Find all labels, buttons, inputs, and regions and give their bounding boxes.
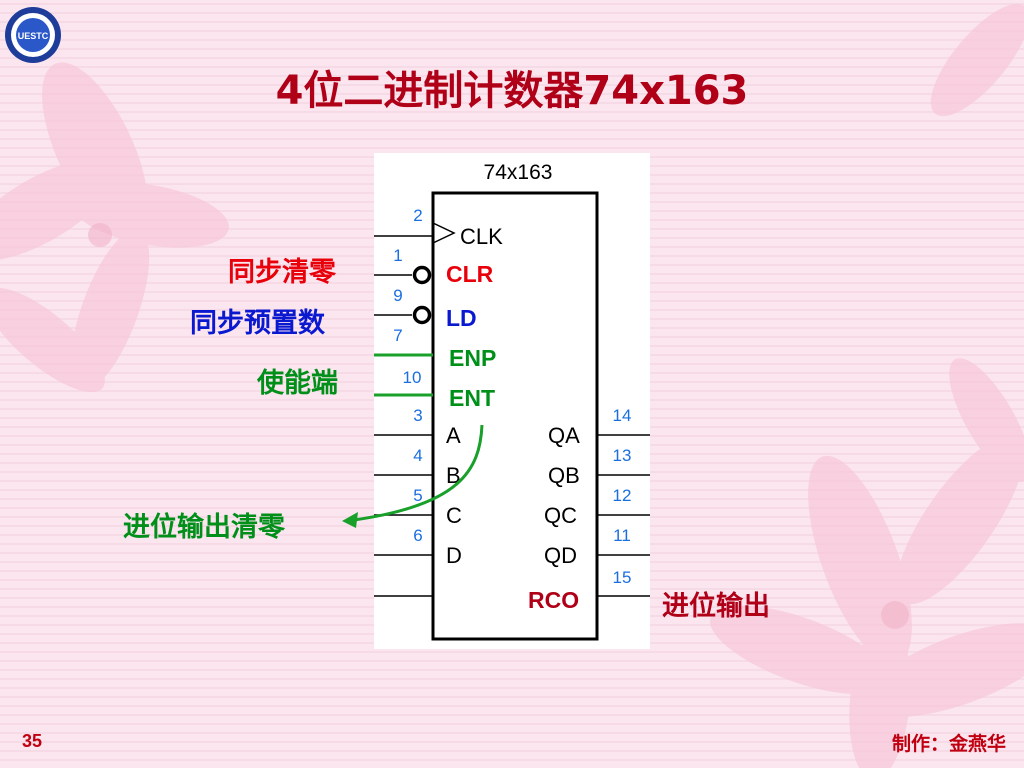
pin-number: 7 <box>393 326 402 345</box>
pin-number: 3 <box>413 406 422 425</box>
sync-clear-label: 同步清零 <box>228 257 336 288</box>
output-pin-lines <box>597 434 650 597</box>
chip-diagram: 74x163 <box>374 153 650 649</box>
clock-triangle <box>432 222 456 244</box>
sync-preset-label: 同步预置数 <box>190 308 325 339</box>
pin-number: 5 <box>413 486 422 505</box>
chip-name: 74x163 <box>484 161 553 184</box>
pin-number: 12 <box>613 486 632 505</box>
uestc-logo-icon: UESTC <box>5 7 61 63</box>
enable-label: 使能端 <box>257 368 338 399</box>
carry-clear-label: 进位输出清零 <box>123 512 285 543</box>
pin-label-qd: QD <box>544 543 577 568</box>
pin-label-qc: QC <box>544 503 577 528</box>
author-credit: 制作：金燕华 <box>891 733 1006 755</box>
pin-number: 14 <box>613 406 632 425</box>
ld-inverter-bubble <box>412 305 432 325</box>
pin-label-d: D <box>446 543 462 568</box>
pin-label-qb: QB <box>548 463 580 488</box>
carry-out-label: 进位输出 <box>662 591 770 622</box>
pin-label-a: A <box>446 423 461 448</box>
pin-number: 6 <box>413 526 422 545</box>
rco-label: RCO <box>528 587 580 613</box>
pin-number: 11 <box>613 526 631 545</box>
enp-label: ENP <box>449 345 497 371</box>
slide-number: 35 <box>22 731 43 751</box>
clr-label: CLR <box>446 261 494 287</box>
pin-number: 2 <box>413 206 422 225</box>
pin-label-qa: QA <box>548 423 580 448</box>
ent-label: ENT <box>449 385 495 411</box>
chip-body <box>431 191 599 641</box>
pin-number: 13 <box>613 446 632 465</box>
svg-text:UESTC: UESTC <box>18 31 49 41</box>
page-title: 4位二进制计数器74x163 <box>275 68 749 114</box>
ld-label: LD <box>446 305 477 331</box>
pin-number: 15 <box>613 568 632 587</box>
clr-inverter-bubble <box>412 265 432 285</box>
pin-number: 9 <box>393 286 402 305</box>
pin-label-clk: CLK <box>460 224 503 249</box>
pin-label-c: C <box>446 503 462 528</box>
pin-number: 4 <box>413 446 422 465</box>
pin-number: 1 <box>393 246 402 265</box>
pin-number: 10 <box>403 368 422 387</box>
